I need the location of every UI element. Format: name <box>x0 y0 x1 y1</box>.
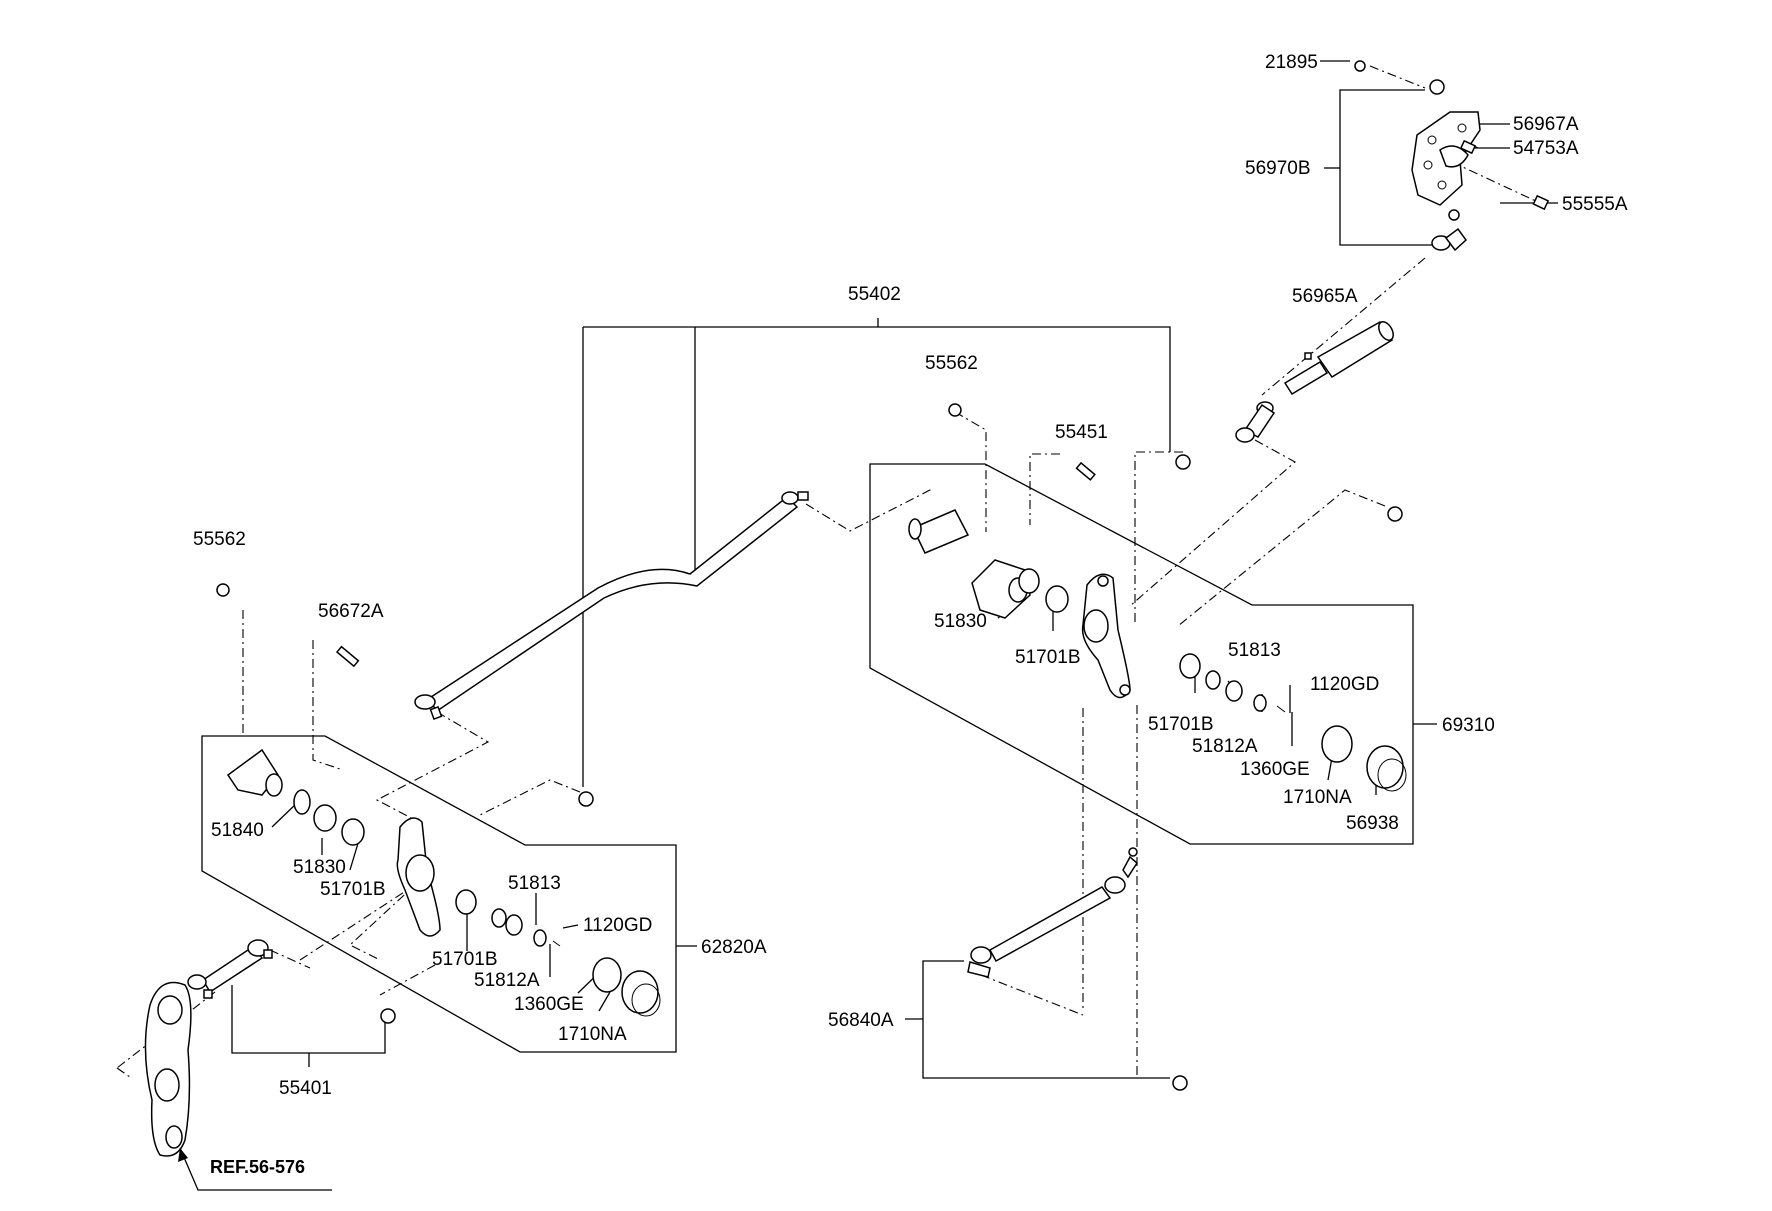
label-55555A: 55555A <box>1562 194 1628 215</box>
label-55402: 55402 <box>848 284 901 305</box>
drag-link-55402 <box>414 491 809 721</box>
label-56672A: 56672A <box>318 601 384 622</box>
label-54753A: 54753A <box>1513 138 1579 159</box>
label-56967A: 56967A <box>1513 114 1579 135</box>
label-51812A-left: 51812A <box>474 970 540 991</box>
nut-bottom-right <box>1172 1075 1188 1091</box>
part-labels: 21895 56967A 54753A 56970B 55555A 56965A… <box>193 52 1628 1177</box>
damper-56965A <box>1235 321 1394 443</box>
label-51830-left: 51830 <box>293 857 346 878</box>
ref-arrow <box>178 1147 332 1191</box>
label-51813-left: 51813 <box>508 873 561 894</box>
label-51701B-left-2: 51701B <box>432 949 498 970</box>
bracket-56970B <box>1354 60 1481 206</box>
link-55401 <box>187 939 273 999</box>
label-51840: 51840 <box>211 820 264 841</box>
label-51701B-left-1: 51701B <box>320 879 386 900</box>
left-idler-assembly <box>226 748 661 1017</box>
label-55562-top: 55562 <box>925 353 978 374</box>
label-1120GD-right: 1120GD <box>1310 674 1379 695</box>
label-1360GE-right: 1360GE <box>1240 759 1310 780</box>
label-51830-right: 51830 <box>934 611 987 632</box>
label-51701B-right-1: 51701B <box>1015 647 1081 668</box>
tie-rod-56840A <box>967 847 1138 978</box>
right-idler-assembly <box>908 509 1407 792</box>
label-1120GD-left: 1120GD <box>583 915 652 936</box>
label-55401: 55401 <box>279 1078 332 1099</box>
label-1710NA-left: 1710NA <box>558 1024 627 1045</box>
bolt-55555A <box>1532 194 1550 211</box>
nut-left-lower <box>380 1008 396 1024</box>
label-69310: 69310 <box>1442 715 1495 736</box>
nut-55562-top <box>948 403 962 417</box>
label-51812A-right: 51812A <box>1192 736 1258 757</box>
nut-left-mid <box>578 791 594 807</box>
label-62820A: 62820A <box>701 937 767 958</box>
nut-55562-left <box>216 583 230 597</box>
label-51813-right: 51813 <box>1228 640 1281 661</box>
nut-right-upper <box>1175 454 1191 470</box>
assembly-outlines <box>201 463 1414 1053</box>
bolt-55451 <box>1075 461 1096 481</box>
label-56970B: 56970B <box>1245 158 1311 179</box>
alignment-lines <box>116 65 1541 1078</box>
label-21895: 21895 <box>1265 52 1318 73</box>
label-1360GE-left: 1360GE <box>514 994 584 1015</box>
label-55562-left: 55562 <box>193 529 246 550</box>
label-ref-56-576: REF.56-576 <box>210 1157 305 1177</box>
label-56938: 56938 <box>1346 813 1399 834</box>
label-56965A: 56965A <box>1292 286 1358 307</box>
label-56840A: 56840A <box>828 1010 894 1031</box>
pitman-arm <box>144 981 192 1157</box>
nut-right-mid <box>1387 506 1403 522</box>
bolt-54753A <box>1459 139 1477 155</box>
label-51701B-right-2: 51701B <box>1148 714 1214 735</box>
label-1710NA-right: 1710NA <box>1283 787 1352 808</box>
bolt-56672A <box>335 645 360 668</box>
ball-joint-upper <box>1431 209 1468 252</box>
label-55451: 55451 <box>1055 422 1108 443</box>
